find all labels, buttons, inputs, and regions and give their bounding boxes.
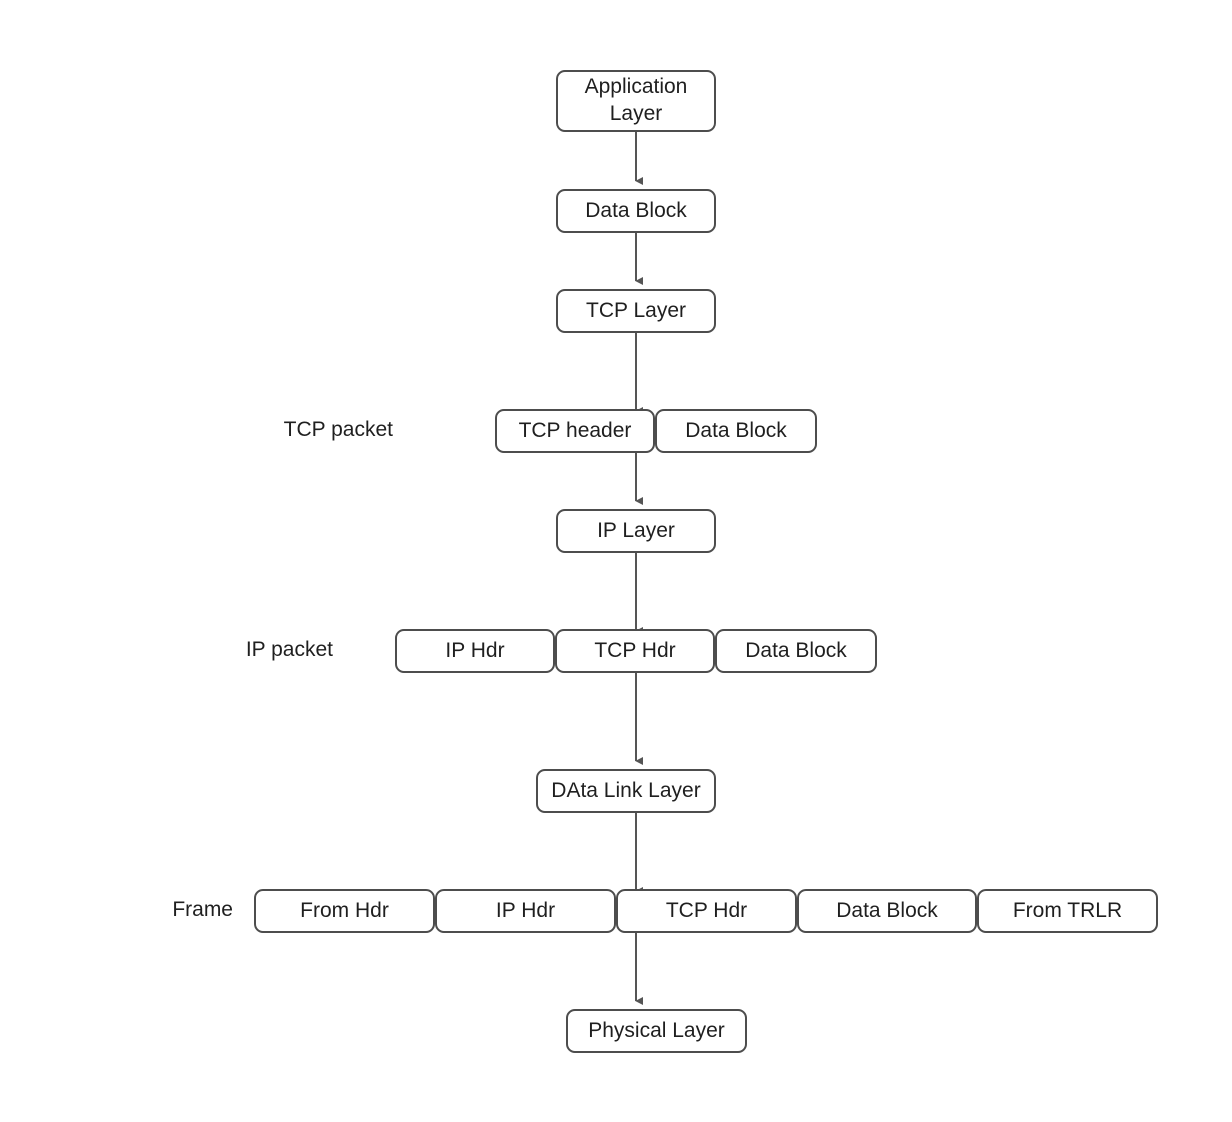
row-label-tcp-packet: TCP packet [283, 418, 393, 441]
packet-row-ip-packet: IP Hdr TCP Hdr Data Block [395, 629, 877, 673]
node-data-link-layer[interactable]: DAta Link Layer [536, 769, 716, 813]
frame-segment-from-trlr[interactable]: From TRLR [977, 889, 1158, 933]
node-data-block[interactable]: Data Block [556, 189, 716, 233]
packet-segment-tcp-header[interactable]: TCP header [495, 409, 655, 453]
node-tcp-layer[interactable]: TCP Layer [556, 289, 716, 333]
packet-segment-ip-hdr[interactable]: IP Hdr [395, 629, 555, 673]
packet-segment-tcp-hdr[interactable]: TCP Hdr [555, 629, 715, 673]
packet-segment-data-block[interactable]: Data Block [715, 629, 877, 673]
node-physical-layer[interactable]: Physical Layer [566, 1009, 747, 1053]
node-application-layer[interactable]: Application Layer [556, 70, 716, 132]
frame-segment-from-hdr[interactable]: From Hdr [254, 889, 435, 933]
frame-segment-tcp-hdr[interactable]: TCP Hdr [616, 889, 797, 933]
packet-row-tcp-packet: TCP header Data Block [495, 409, 817, 453]
node-ip-layer[interactable]: IP Layer [556, 509, 716, 553]
row-label-ip-packet: IP packet [245, 638, 333, 661]
row-label-frame: Frame [172, 898, 233, 921]
frame-segment-data-block[interactable]: Data Block [797, 889, 977, 933]
frame-segment-ip-hdr[interactable]: IP Hdr [435, 889, 616, 933]
packet-segment-data-block[interactable]: Data Block [655, 409, 817, 453]
packet-row-frame: From Hdr IP Hdr TCP Hdr Data Block From … [254, 889, 1158, 933]
